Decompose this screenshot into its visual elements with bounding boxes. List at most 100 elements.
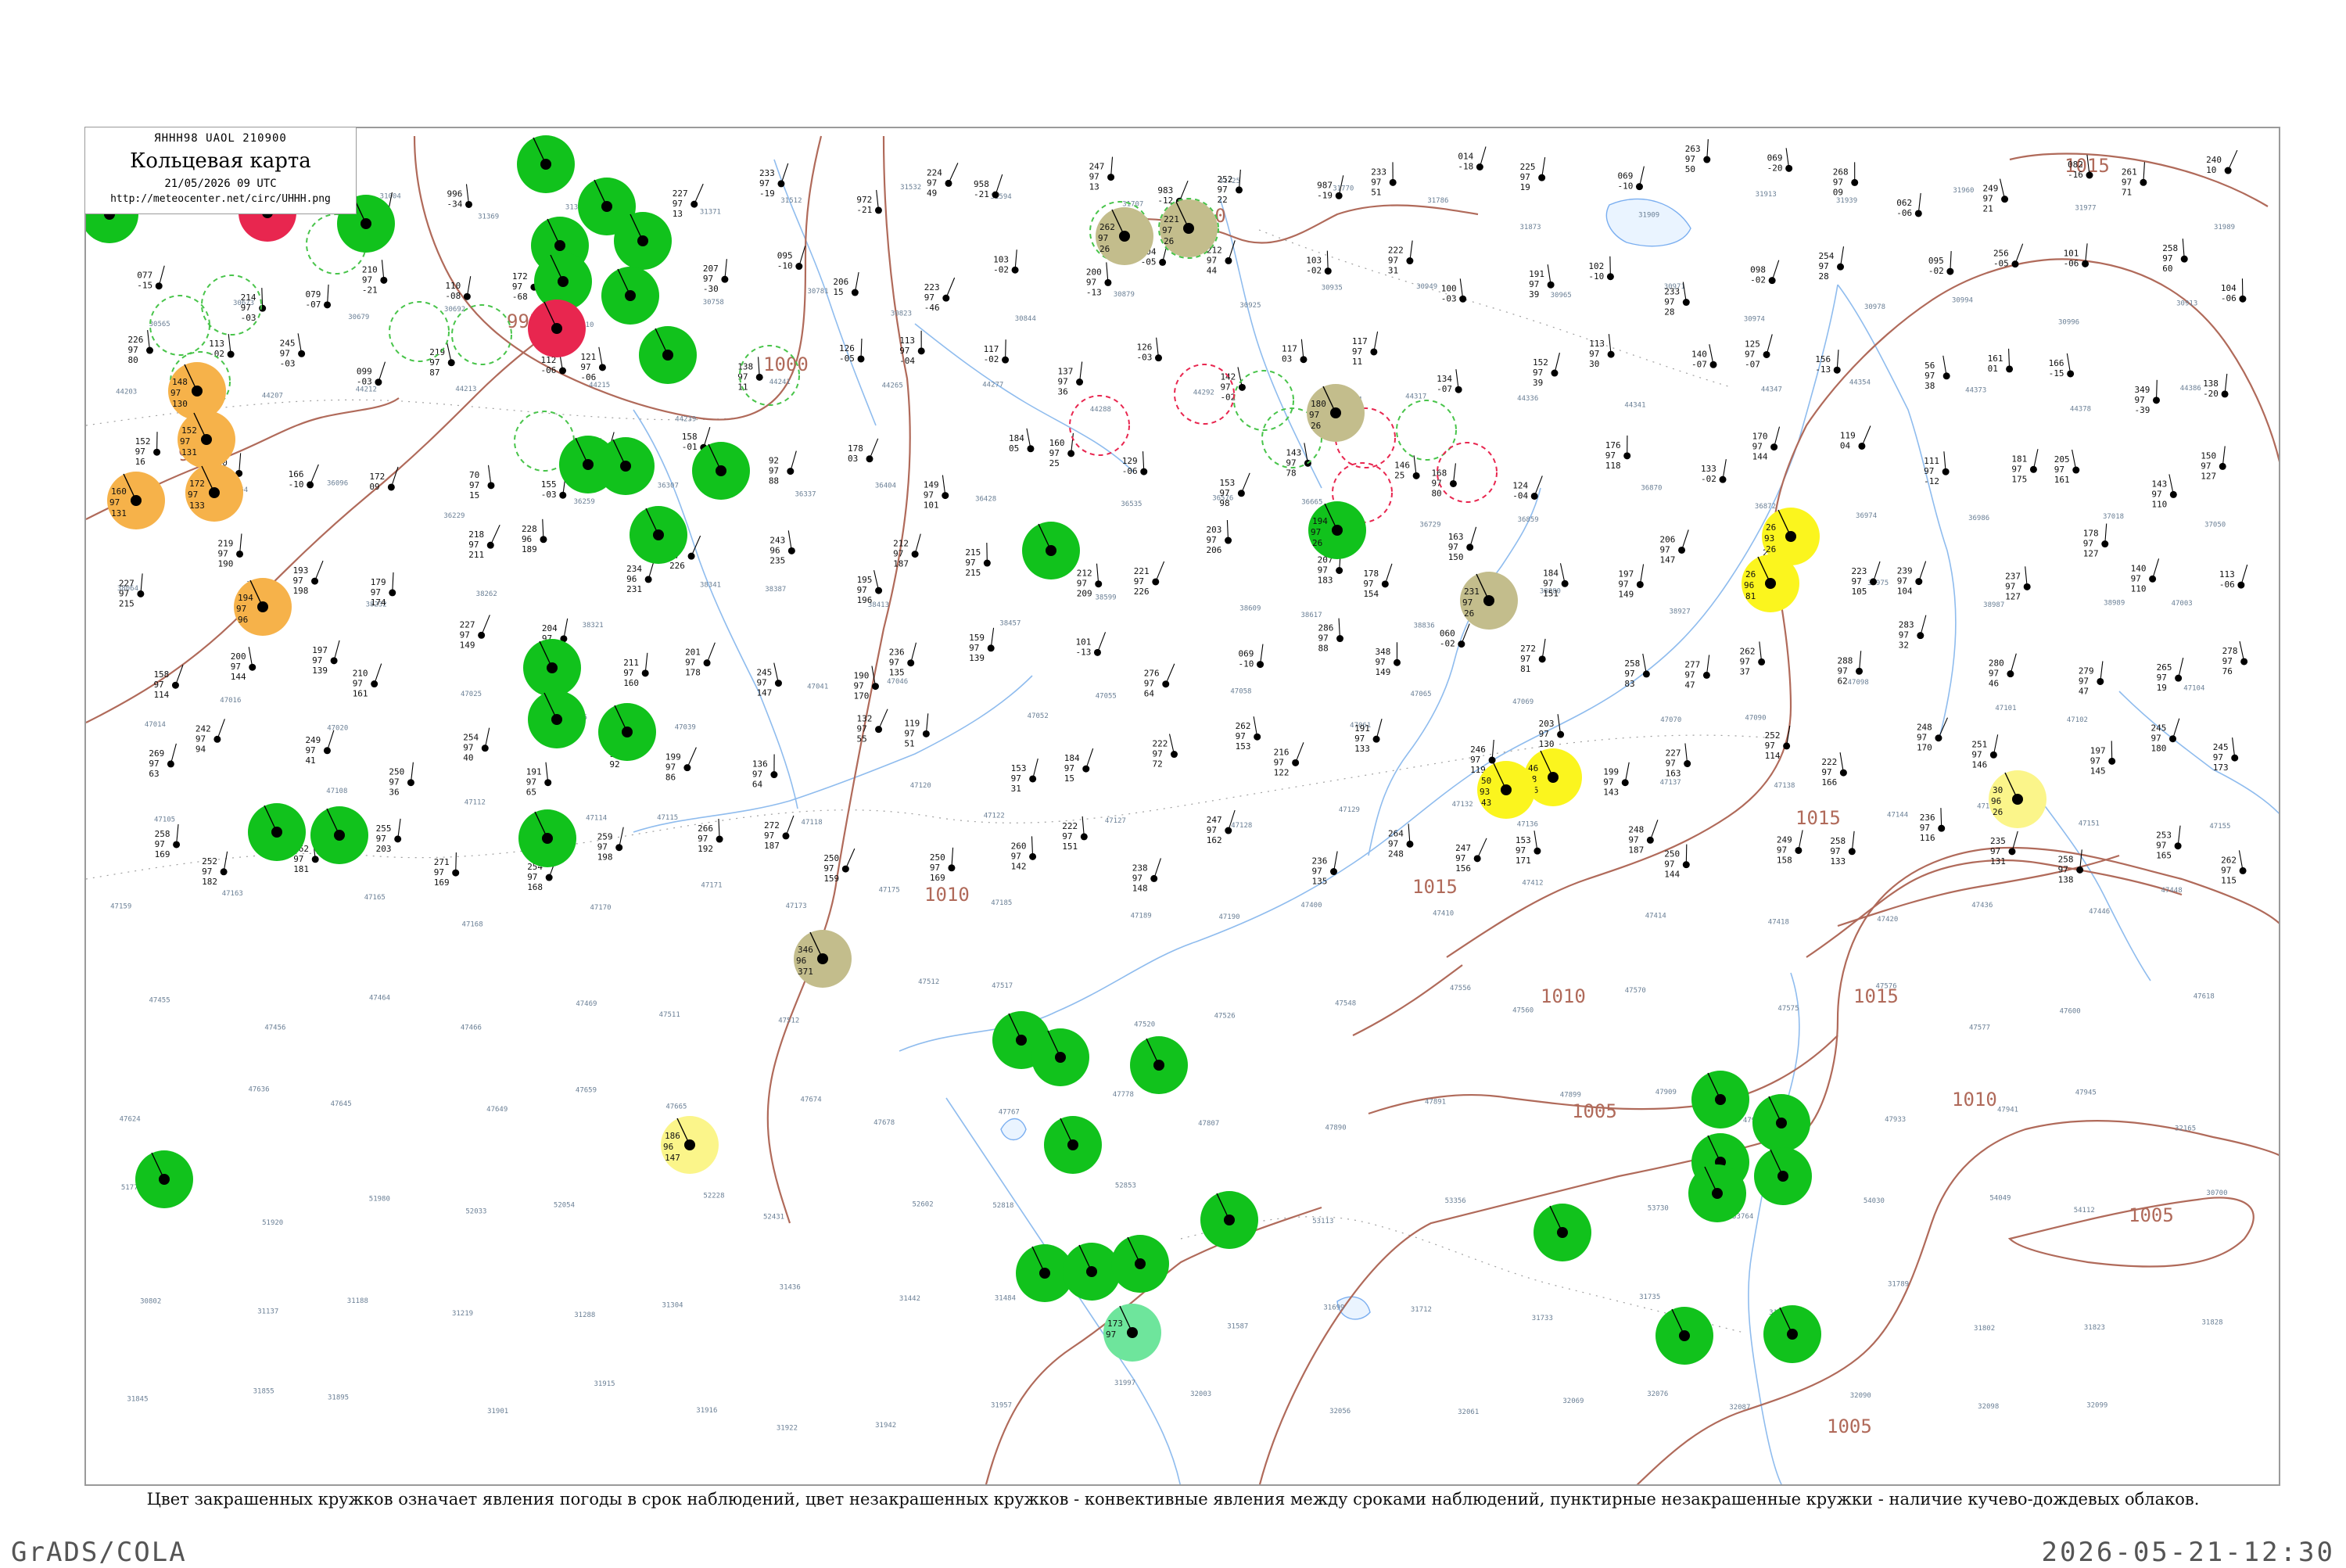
station-id: 31484	[995, 1295, 1016, 1303]
station-value: 97	[930, 863, 940, 873]
station-id: 47070	[1660, 716, 1681, 724]
station-id: 47014	[145, 721, 166, 729]
station-value: 97	[759, 178, 769, 188]
station-value: 97	[1899, 630, 1909, 640]
station-value: -08	[445, 291, 461, 301]
filled-station	[518, 809, 576, 867]
station-value: 199	[665, 752, 681, 762]
station-id: 47933	[1885, 1116, 1906, 1124]
station-value: 15	[469, 490, 479, 501]
station-id: 47136	[1517, 820, 1538, 828]
station-id: 38609	[1239, 605, 1261, 612]
station-id: 54112	[2074, 1207, 2095, 1215]
filled-station	[1688, 1164, 1746, 1222]
station-value: 216	[1274, 747, 1290, 757]
station-value: 184	[1009, 433, 1024, 443]
station-value: 97	[1838, 666, 1848, 676]
station-value: 26	[1464, 608, 1474, 619]
isobar-line	[1806, 860, 2182, 957]
filled-station	[517, 135, 575, 193]
station-id: 31901	[487, 1408, 508, 1416]
station-value: 235	[769, 555, 785, 565]
station-value: -03	[1441, 293, 1457, 303]
station-value: -10	[777, 261, 793, 271]
wind-barb	[310, 465, 319, 485]
station-value: 239	[1897, 566, 1913, 576]
station-value: 152	[135, 436, 151, 447]
station-plot: 014-18	[1458, 147, 1486, 172]
station-value: 76	[2222, 666, 2233, 676]
station-value: 137	[1058, 366, 1074, 376]
station-id: 47105	[154, 816, 175, 823]
station-id: 52431	[763, 1213, 784, 1221]
station-value: 218	[468, 529, 484, 540]
station-value: 97	[1666, 759, 1676, 769]
station-value: 198	[597, 852, 613, 863]
station-id: 38387	[765, 586, 786, 594]
station-id: 31895	[328, 1394, 349, 1402]
station-value: 97	[512, 282, 522, 292]
station-value: 223	[924, 282, 940, 292]
station-value: 15	[1064, 773, 1074, 784]
station-value: 103	[993, 254, 1009, 264]
station-value: 160	[1049, 438, 1065, 448]
station-value: 115	[2221, 875, 2237, 885]
station-value: 26	[1766, 522, 1776, 533]
station-value: 26	[1099, 244, 1110, 254]
station-value: 97	[2221, 865, 2231, 875]
station-id: 30700	[2206, 1189, 2227, 1197]
station-id: 47144	[1887, 812, 1908, 820]
station-value: 095	[1928, 256, 1944, 266]
station-value: 97	[526, 777, 536, 788]
filled-station	[1200, 1191, 1258, 1249]
convective-ring	[1070, 396, 1129, 455]
station-id: 47170	[590, 904, 611, 912]
station-value: 97	[1830, 846, 1840, 856]
station-value: 97	[857, 585, 867, 595]
station-value: 09	[369, 482, 379, 492]
station-value: -01	[682, 442, 698, 452]
station-value: 261	[2122, 167, 2137, 177]
station-plot: 069-10	[1617, 167, 1644, 192]
station-id: 31137	[257, 1308, 278, 1316]
station-id: 44373	[1965, 386, 1986, 394]
station-value: 72	[1152, 759, 1162, 770]
station-value: 190	[218, 558, 234, 569]
wind-barb	[315, 561, 323, 581]
station-value: 97	[1152, 749, 1162, 759]
station-value: 97	[2131, 573, 2141, 583]
station-id: 32098	[1978, 1403, 1999, 1411]
station-value: 224	[927, 167, 942, 178]
station-value: 170	[853, 691, 869, 701]
station-value: 221	[1164, 214, 1179, 224]
station-value: -46	[924, 303, 940, 313]
station-value: 62	[1838, 676, 1848, 686]
station-plot: 098-02	[1750, 260, 1779, 285]
station-id: 53113	[1312, 1218, 1333, 1225]
station-value: 258	[1830, 836, 1846, 846]
station-value: 105	[1852, 587, 1867, 597]
station-value: 56	[1925, 361, 1935, 371]
station-value: 31	[1011, 784, 1021, 794]
station-id: 47041	[807, 683, 828, 691]
station-cloud-marker	[992, 192, 999, 199]
